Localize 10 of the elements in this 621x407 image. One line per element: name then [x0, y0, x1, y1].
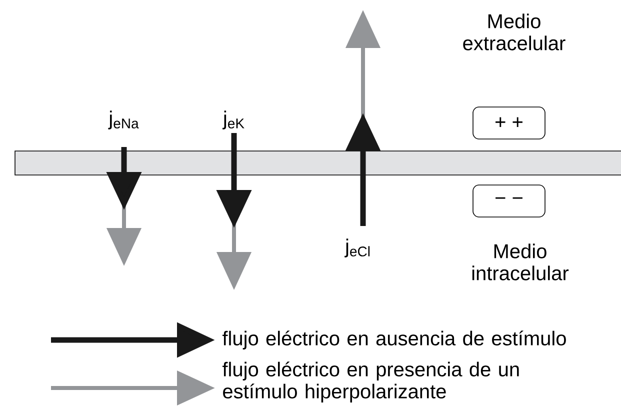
legend-text: flujo eléctrico en presencia de un estímulo hiperpolarizante	[222, 362, 519, 402]
flux-label: j$_{eK}$	[222, 110, 244, 130]
flux-label: j$_{eNa}$	[108, 110, 139, 130]
flux-label: j$_{eCl}$	[344, 238, 370, 258]
charge-box: − −	[472, 184, 546, 218]
charge-box: + +	[472, 106, 546, 140]
legend-text: flujo eléctrico en ausencia de estímulo	[222, 330, 566, 350]
membrane-band	[14, 150, 621, 176]
region-label: Medio extracelular	[463, 14, 566, 50]
region-label: Medio intracelular	[472, 244, 569, 280]
